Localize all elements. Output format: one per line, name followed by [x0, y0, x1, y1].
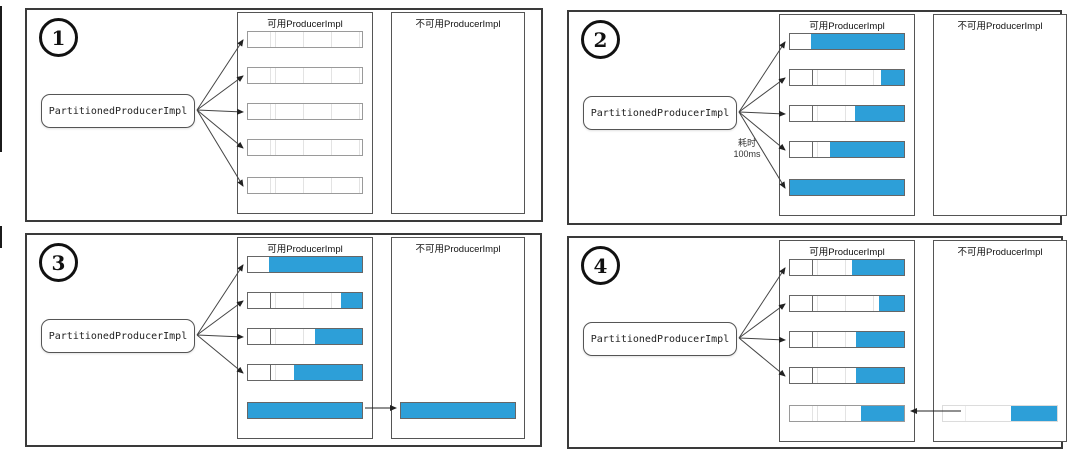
queue-head-cell	[790, 34, 813, 49]
queue-head-cell	[248, 365, 271, 380]
producer-queue-bar	[247, 67, 363, 84]
queue-fill	[878, 296, 904, 311]
partitioned-producer-box: PartitionedProducerImpl	[583, 322, 737, 356]
unavailable-container-title: 不可用ProducerImpl	[415, 19, 501, 30]
unavailable-producers-container: 不可用ProducerImpl	[391, 12, 525, 214]
queue-fill	[851, 260, 904, 275]
queue-fill	[268, 257, 362, 272]
queue-head-cell	[790, 142, 813, 157]
producer-queue-bar	[247, 103, 363, 120]
unavailable-container-title: 不可用ProducerImpl	[957, 21, 1043, 32]
queue-head-cell	[790, 406, 813, 421]
available-container-title: 可用ProducerImpl	[809, 247, 885, 258]
producer-queue-bar	[247, 292, 363, 309]
queue-fill	[1011, 406, 1057, 421]
unavailable-producer-bar	[400, 402, 516, 419]
queue-fill	[293, 365, 362, 380]
producer-queue-bar	[789, 367, 905, 384]
queue-fill	[860, 406, 904, 421]
producer-queue-bar	[789, 33, 905, 50]
producer-queue-bar	[789, 179, 905, 196]
step-number-badge: 4	[581, 246, 620, 285]
producer-queue-bar	[247, 364, 363, 381]
latency-annotation-line2: 100ms	[733, 149, 761, 159]
producer-queue-bar	[789, 295, 905, 312]
unavailable-producers-container: 不可用ProducerImpl	[933, 14, 1067, 216]
queue-fill	[854, 106, 904, 121]
queue-head-cell	[248, 329, 271, 344]
unavailable-producer-bar-fading	[942, 405, 1058, 422]
producer-queue-bar	[789, 259, 905, 276]
queue-fill	[790, 180, 904, 195]
producer-queue-bar	[247, 256, 363, 273]
panel-step-3: 3 PartitionedProducerImpl 可用ProducerImpl…	[25, 233, 542, 447]
available-producers-container: 可用ProducerImpl	[779, 14, 915, 216]
panel-step-1: 1 PartitionedProducerImpl 可用ProducerImpl…	[25, 8, 543, 222]
queue-fill	[401, 403, 515, 418]
available-container-title: 可用ProducerImpl	[267, 244, 343, 255]
step-number-badge: 3	[39, 243, 78, 282]
partitioned-producer-box: PartitionedProducerImpl	[583, 96, 737, 130]
queue-fill	[341, 293, 362, 308]
queue-head-cell	[248, 32, 271, 47]
queue-fill	[856, 332, 904, 347]
available-producers-container: 可用ProducerImpl	[237, 12, 373, 214]
unavailable-container-title: 不可用ProducerImpl	[957, 247, 1043, 258]
queue-head-cell	[248, 140, 271, 155]
queue-fill	[810, 34, 904, 49]
queue-fill	[829, 142, 904, 157]
left-edge-artifact	[0, 6, 2, 152]
queue-fill	[248, 403, 362, 418]
latency-annotation: 耗时 100ms	[720, 138, 774, 160]
producer-queue-bar	[247, 31, 363, 48]
queue-head-cell	[248, 104, 271, 119]
step-number-badge: 1	[39, 18, 78, 57]
producer-queue-bar-full	[247, 402, 363, 419]
unavailable-producers-container: 不可用ProducerImpl	[391, 237, 525, 439]
latency-annotation-line1: 耗时	[737, 138, 756, 148]
queue-fill	[315, 329, 362, 344]
queue-head-cell	[790, 296, 813, 311]
producer-queue-bar	[247, 177, 363, 194]
queue-head-cell	[248, 68, 271, 83]
producer-queue-bar	[789, 331, 905, 348]
producer-queue-bar	[247, 328, 363, 345]
left-edge-artifact	[0, 226, 2, 248]
queue-head-cell	[943, 406, 966, 421]
producer-queue-bar	[247, 139, 363, 156]
producer-queue-bar	[789, 141, 905, 158]
partitioned-producer-box: PartitionedProducerImpl	[41, 319, 195, 353]
panel-step-4: 4 PartitionedProducerImpl 可用ProducerImpl…	[567, 236, 1067, 449]
queue-head-cell	[790, 260, 813, 275]
queue-fill	[856, 368, 904, 383]
unavailable-container-title: 不可用ProducerImpl	[415, 244, 501, 255]
unavailable-producers-container: 不可用ProducerImpl	[933, 240, 1067, 442]
panel-step-2: 2 PartitionedProducerImpl 耗时 100ms 可用Pro…	[567, 10, 1067, 225]
queue-head-cell	[790, 368, 813, 383]
queue-head-cell	[248, 257, 271, 272]
queue-head-cell	[790, 70, 813, 85]
producer-queue-bar	[789, 105, 905, 122]
available-producers-container: 可用ProducerImpl	[237, 237, 373, 439]
step-number-badge: 2	[581, 20, 620, 59]
queue-fill	[881, 70, 904, 85]
available-container-title: 可用ProducerImpl	[267, 19, 343, 30]
available-container-title: 可用ProducerImpl	[809, 21, 885, 32]
queue-head-cell	[248, 293, 271, 308]
partitioned-producer-box: PartitionedProducerImpl	[41, 94, 195, 128]
recovered-producer-bar	[789, 405, 905, 422]
queue-head-cell	[790, 332, 813, 347]
available-producers-container: 可用ProducerImpl	[779, 240, 915, 442]
producer-queue-bar	[789, 69, 905, 86]
queue-head-cell	[790, 106, 813, 121]
queue-head-cell	[248, 178, 271, 193]
